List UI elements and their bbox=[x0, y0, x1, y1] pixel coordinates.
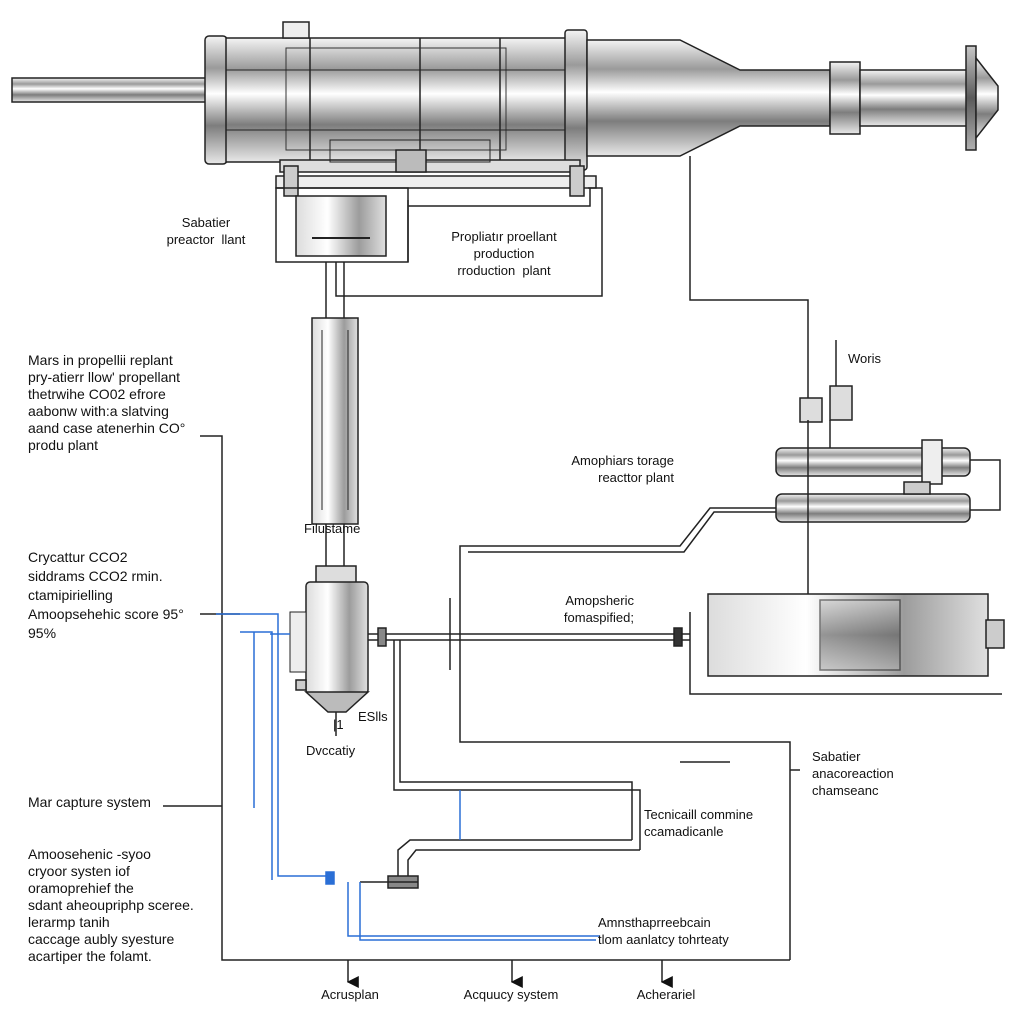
eslls-label: ESlls bbox=[358, 709, 388, 724]
mounting-frame bbox=[275, 175, 597, 189]
co2-lines bbox=[216, 613, 600, 941]
outlet-nozzle bbox=[859, 69, 973, 127]
top-valve bbox=[282, 21, 310, 39]
lower-right-cylinder bbox=[689, 593, 1005, 695]
marker-1-label: |1 bbox=[333, 717, 344, 732]
storage-tanks bbox=[775, 385, 1001, 600]
feed-rod bbox=[11, 77, 228, 103]
output-mid-label: Acquucy system bbox=[463, 987, 559, 1002]
dvccatiy-label: Dvccatiy bbox=[306, 743, 356, 758]
nozzle-tip bbox=[975, 55, 999, 141]
output-left-label: Acrusplan bbox=[321, 987, 379, 1002]
nozzle-taper bbox=[586, 39, 831, 157]
left-end-flange bbox=[204, 35, 228, 165]
piping-network bbox=[163, 435, 800, 988]
output-right-label: Acherariel bbox=[636, 987, 696, 1002]
transfer-line bbox=[368, 627, 690, 647]
cryo-vessel bbox=[289, 565, 370, 736]
sabatier-reactor-box bbox=[275, 187, 591, 263]
filustame-label: Filustame bbox=[304, 521, 361, 536]
reactor-cylinder bbox=[225, 37, 572, 163]
woris-label: Woris bbox=[848, 351, 881, 366]
right-end-flange bbox=[564, 29, 588, 171]
storage-tank-lower bbox=[775, 493, 971, 523]
mar-capture-label: Mar capture system bbox=[28, 794, 151, 810]
vertical-column bbox=[311, 262, 359, 570]
main-reactor-assembly bbox=[11, 21, 999, 197]
right-feed-lines bbox=[335, 156, 837, 420]
